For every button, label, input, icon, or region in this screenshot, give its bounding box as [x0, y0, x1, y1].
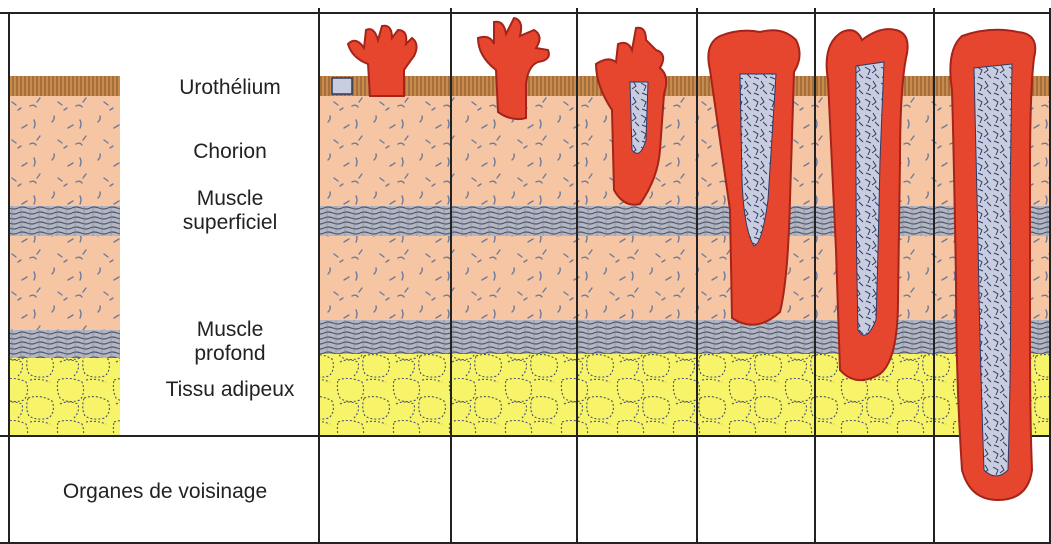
label-muscle-profond: Muscle profond [150, 318, 310, 366]
tumor-stage-6 [950, 30, 1035, 500]
label-muscle-superficiel: Muscle superficiel [150, 187, 310, 235]
label-muscle-profond-line-2: profond [150, 342, 310, 366]
tumor-stage-1 [332, 26, 417, 96]
label-chorion: Chorion [150, 140, 310, 164]
label-muscle-superficiel-line-1: Muscle [150, 187, 310, 211]
tumor-stage-5 [827, 29, 908, 380]
reference-strip [8, 76, 120, 436]
stage-columns-tissue [320, 76, 1051, 436]
label-urothelium: Urothélium [150, 76, 310, 100]
label-muscle-profond-line-1: Muscle [150, 318, 310, 342]
label-muscle-superficiel-line-2: superficiel [150, 211, 310, 235]
label-tissu-adipeux: Tissu adipeux [140, 378, 320, 402]
label-organes-de-voisinage: Organes de voisinage [20, 480, 310, 504]
